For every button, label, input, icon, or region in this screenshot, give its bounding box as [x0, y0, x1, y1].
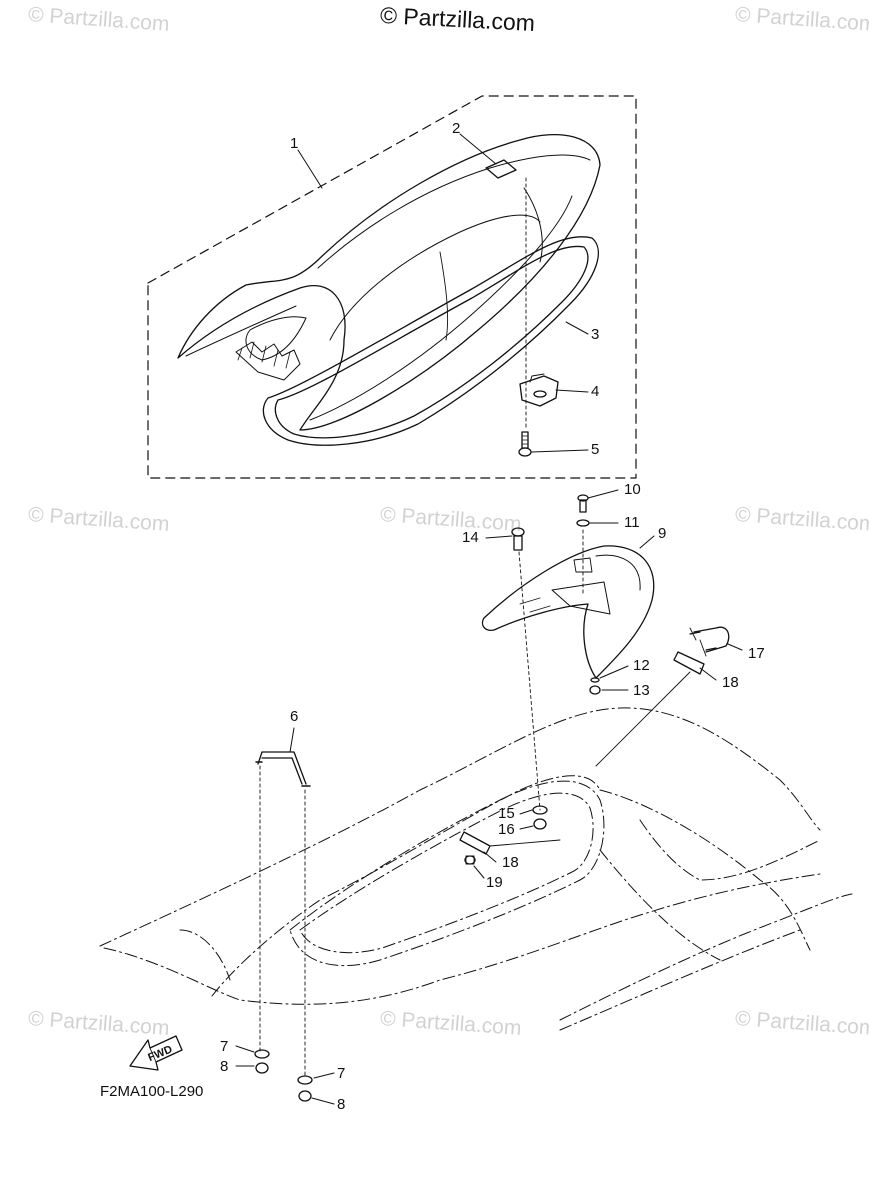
bolt-10: [577, 494, 589, 513]
callout-7: 7: [337, 1065, 346, 1082]
fwd-arrow: [129, 1035, 183, 1071]
washer-15: [532, 805, 548, 815]
seat-base: [262, 236, 599, 446]
callout-10: 10: [624, 481, 641, 498]
callout-18: 18: [722, 674, 739, 691]
callout-1: 1: [290, 135, 299, 152]
centerline: [518, 551, 541, 811]
callout-8: 8: [220, 1058, 229, 1075]
callout-2: 2: [452, 120, 461, 137]
callout-9: 9: [658, 525, 667, 542]
plate-18-lower: [459, 831, 491, 855]
nut-16: [533, 818, 547, 830]
callout-leaders: [235, 133, 743, 1105]
bolt-5: [518, 431, 532, 457]
callout-7: 7: [220, 1038, 229, 1055]
seat-top: [177, 134, 601, 431]
nut-8: [255, 1062, 269, 1074]
callout-18: 18: [502, 854, 519, 871]
seat-bracket: [519, 373, 559, 407]
callout-15: 15: [498, 805, 515, 822]
fwd-label: FWD: [146, 1043, 174, 1064]
diagram-code: F2MA100-L290: [100, 1083, 204, 1100]
plate-18-upper: [673, 651, 705, 675]
callout-11: 11: [624, 514, 640, 531]
callout-16: 16: [498, 821, 515, 838]
hull-deck: [99, 707, 853, 1031]
washer-12: [590, 677, 600, 683]
leader-line: [489, 839, 561, 847]
callout-14: 14: [462, 529, 479, 546]
nut-19: [464, 855, 476, 865]
callout-13: 13: [633, 682, 650, 699]
washer-7: [254, 1049, 270, 1059]
washer-11: [576, 519, 590, 527]
callout-17: 17: [748, 645, 765, 662]
grab-handle: [255, 751, 311, 787]
bolt-14: [511, 527, 525, 551]
washer-7: [297, 1075, 313, 1085]
callout-4: 4: [591, 383, 600, 400]
callout-8: 8: [337, 1096, 346, 1113]
callout-3: 3: [591, 326, 600, 343]
callout-19: 19: [486, 874, 503, 891]
callout-6: 6: [290, 708, 299, 725]
nut-13: [589, 685, 601, 695]
seat-assembly-boundary: [147, 95, 637, 479]
callout-5: 5: [591, 441, 600, 458]
callout-12: 12: [633, 657, 650, 674]
rear-grip: [481, 545, 655, 679]
leader-line: [595, 671, 691, 767]
nut-8: [298, 1090, 312, 1102]
u-bolt: [689, 626, 730, 657]
